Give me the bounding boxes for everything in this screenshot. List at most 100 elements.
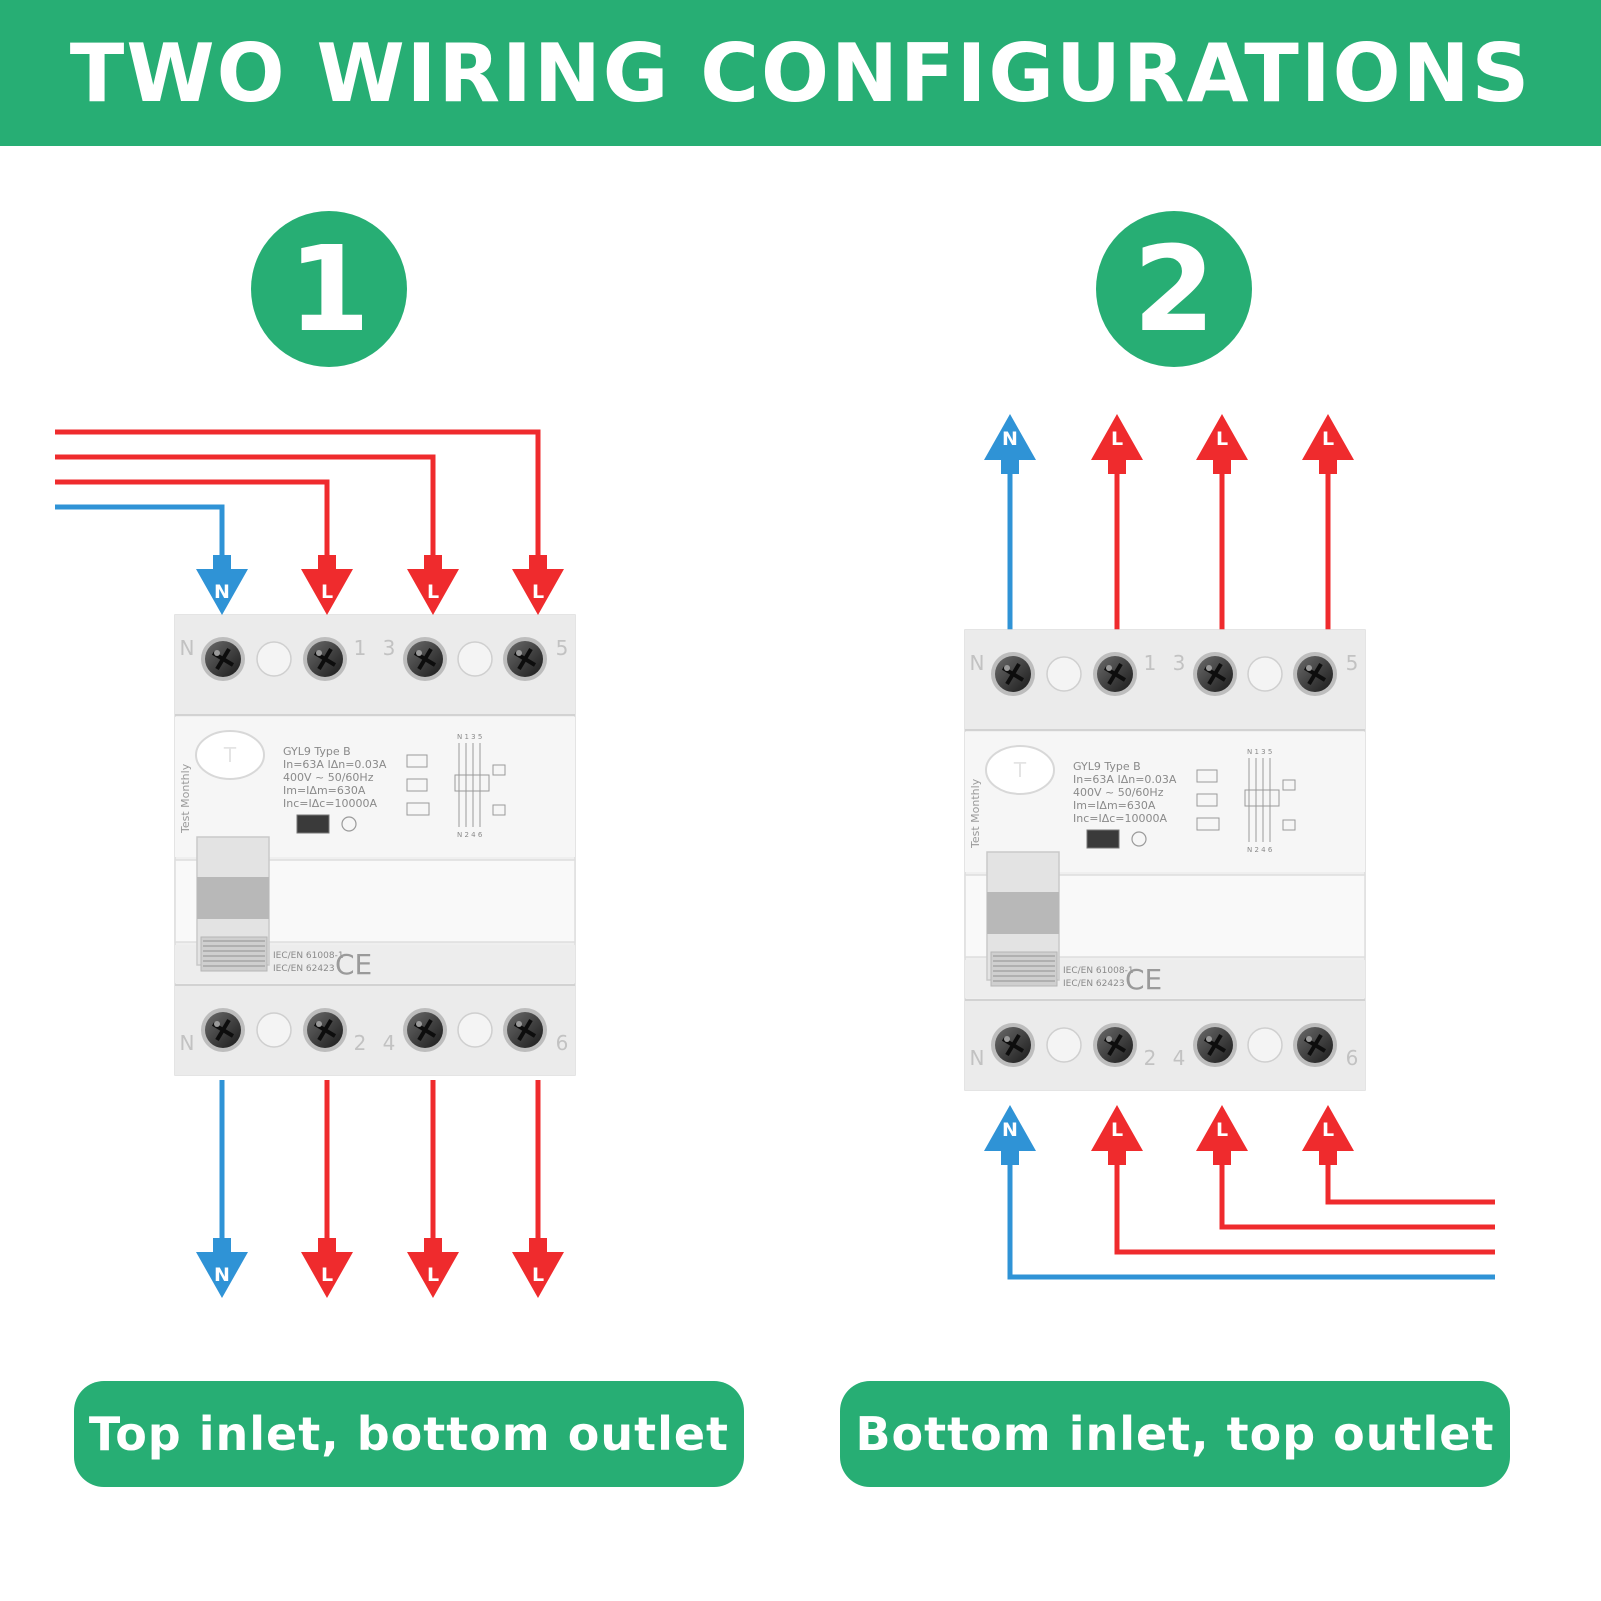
breaker-1-bottom-screw-2 [403, 1008, 447, 1052]
breaker-2-rating-3: Im=IΔm=630A [1073, 799, 1156, 812]
breaker-2-bottom-terminal-2: 2 [1144, 1046, 1157, 1070]
config-1-inlet-arrow-2: L [407, 555, 459, 615]
config-1-inlet-arrow-0: N [196, 555, 248, 615]
breaker-1-top-hole-0 [256, 641, 292, 677]
breaker-1-handle-grip [200, 936, 268, 972]
breaker-2-bottom-terminal-6: 6 [1346, 1046, 1359, 1070]
breaker-2-rating-1: In=63A IΔn=0.03A [1073, 773, 1177, 786]
config-1-inlet-wire-2 [55, 454, 436, 570]
breaker-1-test-button [195, 730, 265, 780]
config-2-outlet-arrow-3-label: L [1322, 428, 1334, 450]
breaker-2-bottom-terminal-n: N [970, 1046, 985, 1070]
config-1-outlet-arrow-3: L [512, 1238, 564, 1298]
breaker-1-side-text: Test Monthly [179, 763, 192, 834]
breaker-2-bottom-screw-3 [1293, 1023, 1337, 1067]
config-2-outlet-arrow-1: L [1091, 414, 1143, 474]
breaker-1-bottom-screw-3 [503, 1008, 547, 1052]
page-title: TWO WIRING CONFIGURATIONS [69, 26, 1532, 120]
breaker-2-bottom-screw-1 [1093, 1023, 1137, 1067]
breaker-2-schematic-top: N 1 3 5 [1247, 748, 1272, 756]
config-1-inlet-wire-3 [55, 429, 541, 570]
breaker-2-test-button [985, 745, 1055, 795]
breaker-1-standard-1: IEC/EN 61008-1 [273, 951, 344, 961]
config-2-outlet-arrow-0: N [984, 414, 1036, 474]
breaker-2-bottom-hole-0 [1046, 1027, 1082, 1063]
config-1-inlet-arrow-1: L [301, 555, 353, 615]
breaker-1-ac-symbol [406, 754, 428, 768]
breaker-2-ac-symbol [1196, 769, 1218, 783]
config-2-inlet-wire-3 [1325, 1150, 1495, 1205]
breaker-1-test-button-label: T [223, 743, 237, 767]
breaker-1-handle-shade [197, 877, 269, 919]
config-1-inlet-arrow-1-label: L [321, 581, 333, 603]
config-1-caption: Top inlet, bottom outlet [74, 1381, 744, 1487]
breaker-1-bottom-terminal-n: N [180, 1031, 195, 1055]
breaker-2-top-screw-3 [1293, 652, 1337, 696]
config-2-inlet-wire-1 [1114, 1150, 1495, 1255]
config-2-inlet-arrow-2: L [1196, 1105, 1248, 1165]
breaker-1-bottom-hole-0 [256, 1012, 292, 1048]
breaker-1-indicator-window [296, 814, 330, 834]
breaker-1-bottom-terminal-2: 2 [354, 1031, 367, 1055]
config-2-inlet-arrow-2-label: L [1216, 1119, 1228, 1141]
breaker-2-standard-2: IEC/EN 62423 [1063, 979, 1125, 989]
config-2-outlet-arrow-0-label: N [1002, 428, 1018, 450]
breaker-2-top-terminal-5: 5 [1346, 651, 1359, 675]
breaker-1-temp-icon [341, 816, 357, 832]
config-1-inlet-arrow-0-label: N [214, 581, 230, 603]
breaker-2-model: GYL9 Type B [1073, 760, 1141, 773]
config-2-inlet-arrow-0-label: N [1002, 1119, 1018, 1141]
config-1-outlet-arrow-2: L [407, 1238, 459, 1298]
config-2-outlet-arrow-2: L [1196, 414, 1248, 474]
config-2-caption: Bottom inlet, top outlet [840, 1381, 1510, 1487]
config-2-inlet-arrow-1: L [1091, 1105, 1143, 1165]
config-1-inlet-wire-1 [55, 479, 330, 570]
breaker-1-schematic: N 1 3 5 N 2 4 6 [454, 733, 506, 839]
breaker-2-top-terminal-3: 3 [1173, 651, 1186, 675]
breaker-1-ce-mark: CE [335, 948, 372, 981]
breaker-1-top-hole-1 [457, 641, 493, 677]
config-2-inlet-arrow-0: N [984, 1105, 1036, 1165]
config-2-outlet-arrow-2-label: L [1216, 428, 1228, 450]
config-1-number-badge: 1 [251, 211, 407, 367]
breaker-2-dc-symbol [1196, 793, 1218, 807]
breaker-2-standard-1: IEC/EN 61008-1 [1063, 966, 1134, 976]
breaker-1-rating-3: Im=IΔm=630A [283, 784, 366, 797]
breaker-2-schematic: N 1 3 5 N 2 4 6 [1244, 748, 1296, 854]
breaker-1-schematic-bottom: N 2 4 6 [457, 831, 483, 839]
config-1-outlet-arrow-2-label: L [427, 1264, 439, 1286]
breaker-2-rating-2: 400V ~ 50/60Hz [1073, 786, 1164, 799]
breaker-1-top-screw-3 [503, 637, 547, 681]
title-banner: TWO WIRING CONFIGURATIONS [0, 0, 1601, 146]
breaker-2-side-text: Test Monthly [969, 778, 982, 849]
breaker-1-top-terminal-3: 3 [383, 636, 396, 660]
config-1-outlet-arrow-3-label: L [532, 1264, 544, 1286]
breaker-2-schematic-bottom: N 2 4 6 [1247, 846, 1273, 854]
breaker-2-bottom-hole-1 [1247, 1027, 1283, 1063]
breaker-1-bottom-screw-0 [201, 1008, 245, 1052]
breaker-1-top-screw-0 [201, 637, 245, 681]
breaker-2-rating-4: Inc=IΔc=10000A [1073, 812, 1168, 825]
config-2-outlet-arrow-3: L [1302, 414, 1354, 474]
config-1-inlet-arrow-3-label: L [532, 581, 544, 603]
breaker-1-rating-2: 400V ~ 50/60Hz [283, 771, 374, 784]
breaker-2-pulse-symbol [1196, 817, 1220, 831]
breaker-1-standard-2: IEC/EN 62423 [273, 964, 335, 974]
breaker-2-temp-icon [1131, 831, 1147, 847]
breaker-1-schematic-top: N 1 3 5 [457, 733, 482, 741]
breaker-1-bottom-screw-1 [303, 1008, 347, 1052]
config-1-outlet-arrow-0-label: N [214, 1264, 230, 1286]
breaker-1-rating-4: Inc=IΔc=10000A [283, 797, 378, 810]
breaker-1-model: GYL9 Type B [283, 745, 351, 758]
breaker-2-top-terminal-1: 1 [1144, 651, 1157, 675]
config-1-outlet-arrow-1: L [301, 1238, 353, 1298]
breaker-2-ce-mark: CE [1125, 963, 1162, 996]
breaker-2-top-hole-0 [1046, 656, 1082, 692]
breaker-2-handle-shade [987, 892, 1059, 934]
breaker-2-test-button-label: T [1013, 758, 1027, 782]
breaker-1-top-screw-2 [403, 637, 447, 681]
breaker-1-dc-symbol [406, 778, 428, 792]
breaker-1-bottom-terminal-4: 4 [383, 1031, 396, 1055]
breaker-1-rating-1: In=63A IΔn=0.03A [283, 758, 387, 771]
